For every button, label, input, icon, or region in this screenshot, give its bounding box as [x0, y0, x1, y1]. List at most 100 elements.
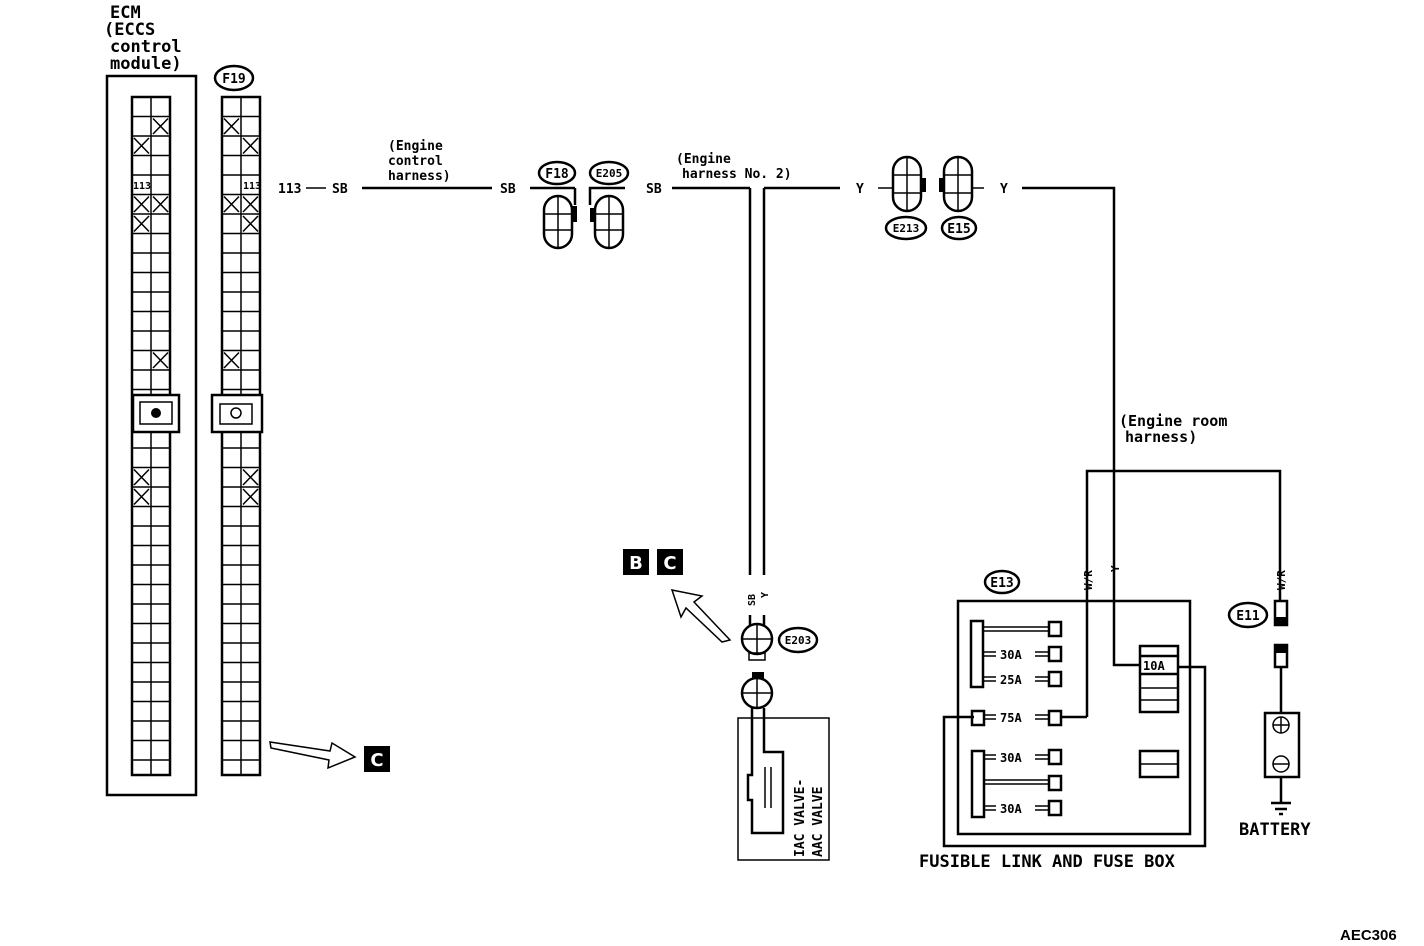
f19-connector	[220, 95, 262, 777]
svg-text:C: C	[663, 553, 676, 574]
unused-pin-mark	[242, 195, 259, 213]
ecm-label-line-4: module)	[110, 54, 182, 74]
ecm-outline	[105, 74, 198, 797]
e203-wire-y: Y	[760, 592, 771, 598]
wire-label-y-3: Y	[1109, 565, 1122, 572]
wire-label-sb-3: SB	[646, 182, 662, 197]
e213-connector-body	[891, 155, 926, 213]
fuse-30a-2: 30A	[1000, 751, 1022, 765]
ecm-terminal-label: 113	[133, 181, 151, 192]
e213-connector-tag: E213	[884, 215, 928, 241]
unused-pin-mark	[242, 215, 259, 233]
wire-label-y-1: Y	[856, 182, 864, 197]
engine-harness-no2-label: (Engine harness No. 2)	[676, 152, 792, 182]
unused-pin-mark	[133, 215, 150, 233]
unused-pin-mark	[152, 351, 169, 369]
unused-pin-mark	[133, 488, 150, 506]
f18-connector-body	[542, 194, 577, 250]
svg-text:E13: E13	[990, 576, 1013, 591]
wire-label-y-2: Y	[1000, 182, 1008, 197]
svg-text:(Engine: (Engine	[676, 152, 731, 167]
engine-room-harness-label: (Engine room harness)	[1119, 412, 1227, 446]
diagram-code: AEC306	[1340, 927, 1397, 944]
e203-connector-body	[740, 622, 774, 661]
ecm-label-line-3: control	[110, 37, 182, 57]
iac-valve-label-1: IAC VALVE-	[793, 779, 808, 857]
engine-control-harness-label: (Engine control harness)	[388, 139, 451, 184]
iac-valve-connector	[740, 676, 774, 710]
battery-body	[1263, 711, 1301, 779]
iac-valve-coil-wire	[746, 708, 785, 835]
svg-text:F18: F18	[545, 167, 569, 182]
svg-text:E205: E205	[596, 167, 623, 180]
svg-text:E11: E11	[1236, 609, 1260, 624]
svg-text:harness): harness)	[1125, 428, 1197, 446]
ref-b[interactable]: B	[623, 549, 649, 575]
unused-pin-mark	[223, 351, 240, 369]
svg-text:control: control	[388, 154, 443, 169]
svg-text:harness): harness)	[388, 169, 451, 184]
fuse-25a: 25A	[1000, 673, 1022, 687]
iac-valve-box	[737, 717, 830, 861]
ecm-lock-tab	[131, 393, 181, 434]
fuse-75a: 75A	[1000, 711, 1022, 725]
unused-pin-mark	[152, 195, 169, 213]
unused-pin-mark	[242, 488, 259, 506]
unused-pin-mark	[223, 117, 240, 135]
fuse-10a: 10A	[1143, 659, 1165, 673]
wire-label-wr-2: W/R	[1275, 570, 1288, 590]
ecm-connector	[130, 95, 172, 777]
e11-connector-tag: E11	[1227, 601, 1269, 629]
e15-connector-body	[939, 155, 974, 213]
svg-text:(Engine: (Engine	[388, 139, 443, 154]
battery-label: BATTERY	[1239, 820, 1311, 840]
svg-text:E15: E15	[947, 222, 970, 237]
wire-label-sb-2: SB	[500, 182, 516, 197]
fuse-box: E13 30A 25A 75A 30A	[919, 569, 1207, 872]
e203-wire-sb: SB	[747, 594, 758, 606]
fuse-box-outer-wire	[942, 665, 1207, 848]
fuse-box-title: FUSIBLE LINK AND FUSE BOX	[919, 852, 1176, 872]
iac-valve-label-2: AAC VALVE	[811, 787, 826, 857]
fuse-30a-3: 30A	[1000, 802, 1022, 816]
unused-pin-mark	[242, 468, 259, 486]
wire-label-wr-1: W/R	[1082, 570, 1095, 590]
battery: BATTERY	[1239, 711, 1311, 840]
ref-c-lower[interactable]: C	[364, 746, 390, 772]
arrow-to-c-icon	[269, 741, 357, 770]
wire-y-to-fuse	[1022, 186, 1140, 667]
wire-wr-bus	[1085, 469, 1282, 600]
e13-connector-tag: E13	[983, 569, 1021, 595]
f19-terminal-label: 113	[243, 181, 261, 192]
svg-text:harness No. 2): harness No. 2)	[682, 167, 792, 182]
f19-lock-tab	[210, 393, 264, 434]
unused-pin-mark	[133, 195, 150, 213]
fuse-30a-1: 30A	[1000, 648, 1022, 662]
unused-pin-mark	[223, 195, 240, 213]
f18-connector-tag: F18	[537, 160, 577, 186]
svg-text:E213: E213	[893, 222, 920, 235]
e11-connector-body	[1273, 599, 1289, 669]
svg-text:C: C	[370, 750, 383, 771]
unused-pin-mark	[152, 117, 169, 135]
wire-label-sb-1: SB	[332, 182, 348, 197]
f19-connector-tag: F19	[213, 64, 255, 92]
ecm-label-line-1: ECM	[110, 3, 141, 23]
e205-connector-tag: E205	[588, 160, 630, 186]
svg-text:E203: E203	[785, 634, 812, 647]
svg-text:B: B	[629, 553, 643, 574]
unused-pin-mark	[133, 468, 150, 486]
ref-c[interactable]: C	[657, 549, 683, 575]
f19-tag-text: F19	[222, 72, 245, 87]
wire-label-113: 113	[278, 182, 301, 197]
ecm-label-line-2: (ECCS	[104, 20, 155, 40]
unused-pin-mark	[133, 137, 150, 155]
e205-connector-body	[590, 194, 625, 250]
ecm-label: ECM (ECCS control module)	[104, 3, 182, 74]
unused-pin-mark	[242, 137, 259, 155]
e15-connector-tag: E15	[940, 215, 978, 241]
e203-connector-tag: E203	[777, 626, 819, 654]
svg-text:(Engine room: (Engine room	[1119, 412, 1227, 430]
arrow-to-bc-icon	[670, 589, 732, 643]
